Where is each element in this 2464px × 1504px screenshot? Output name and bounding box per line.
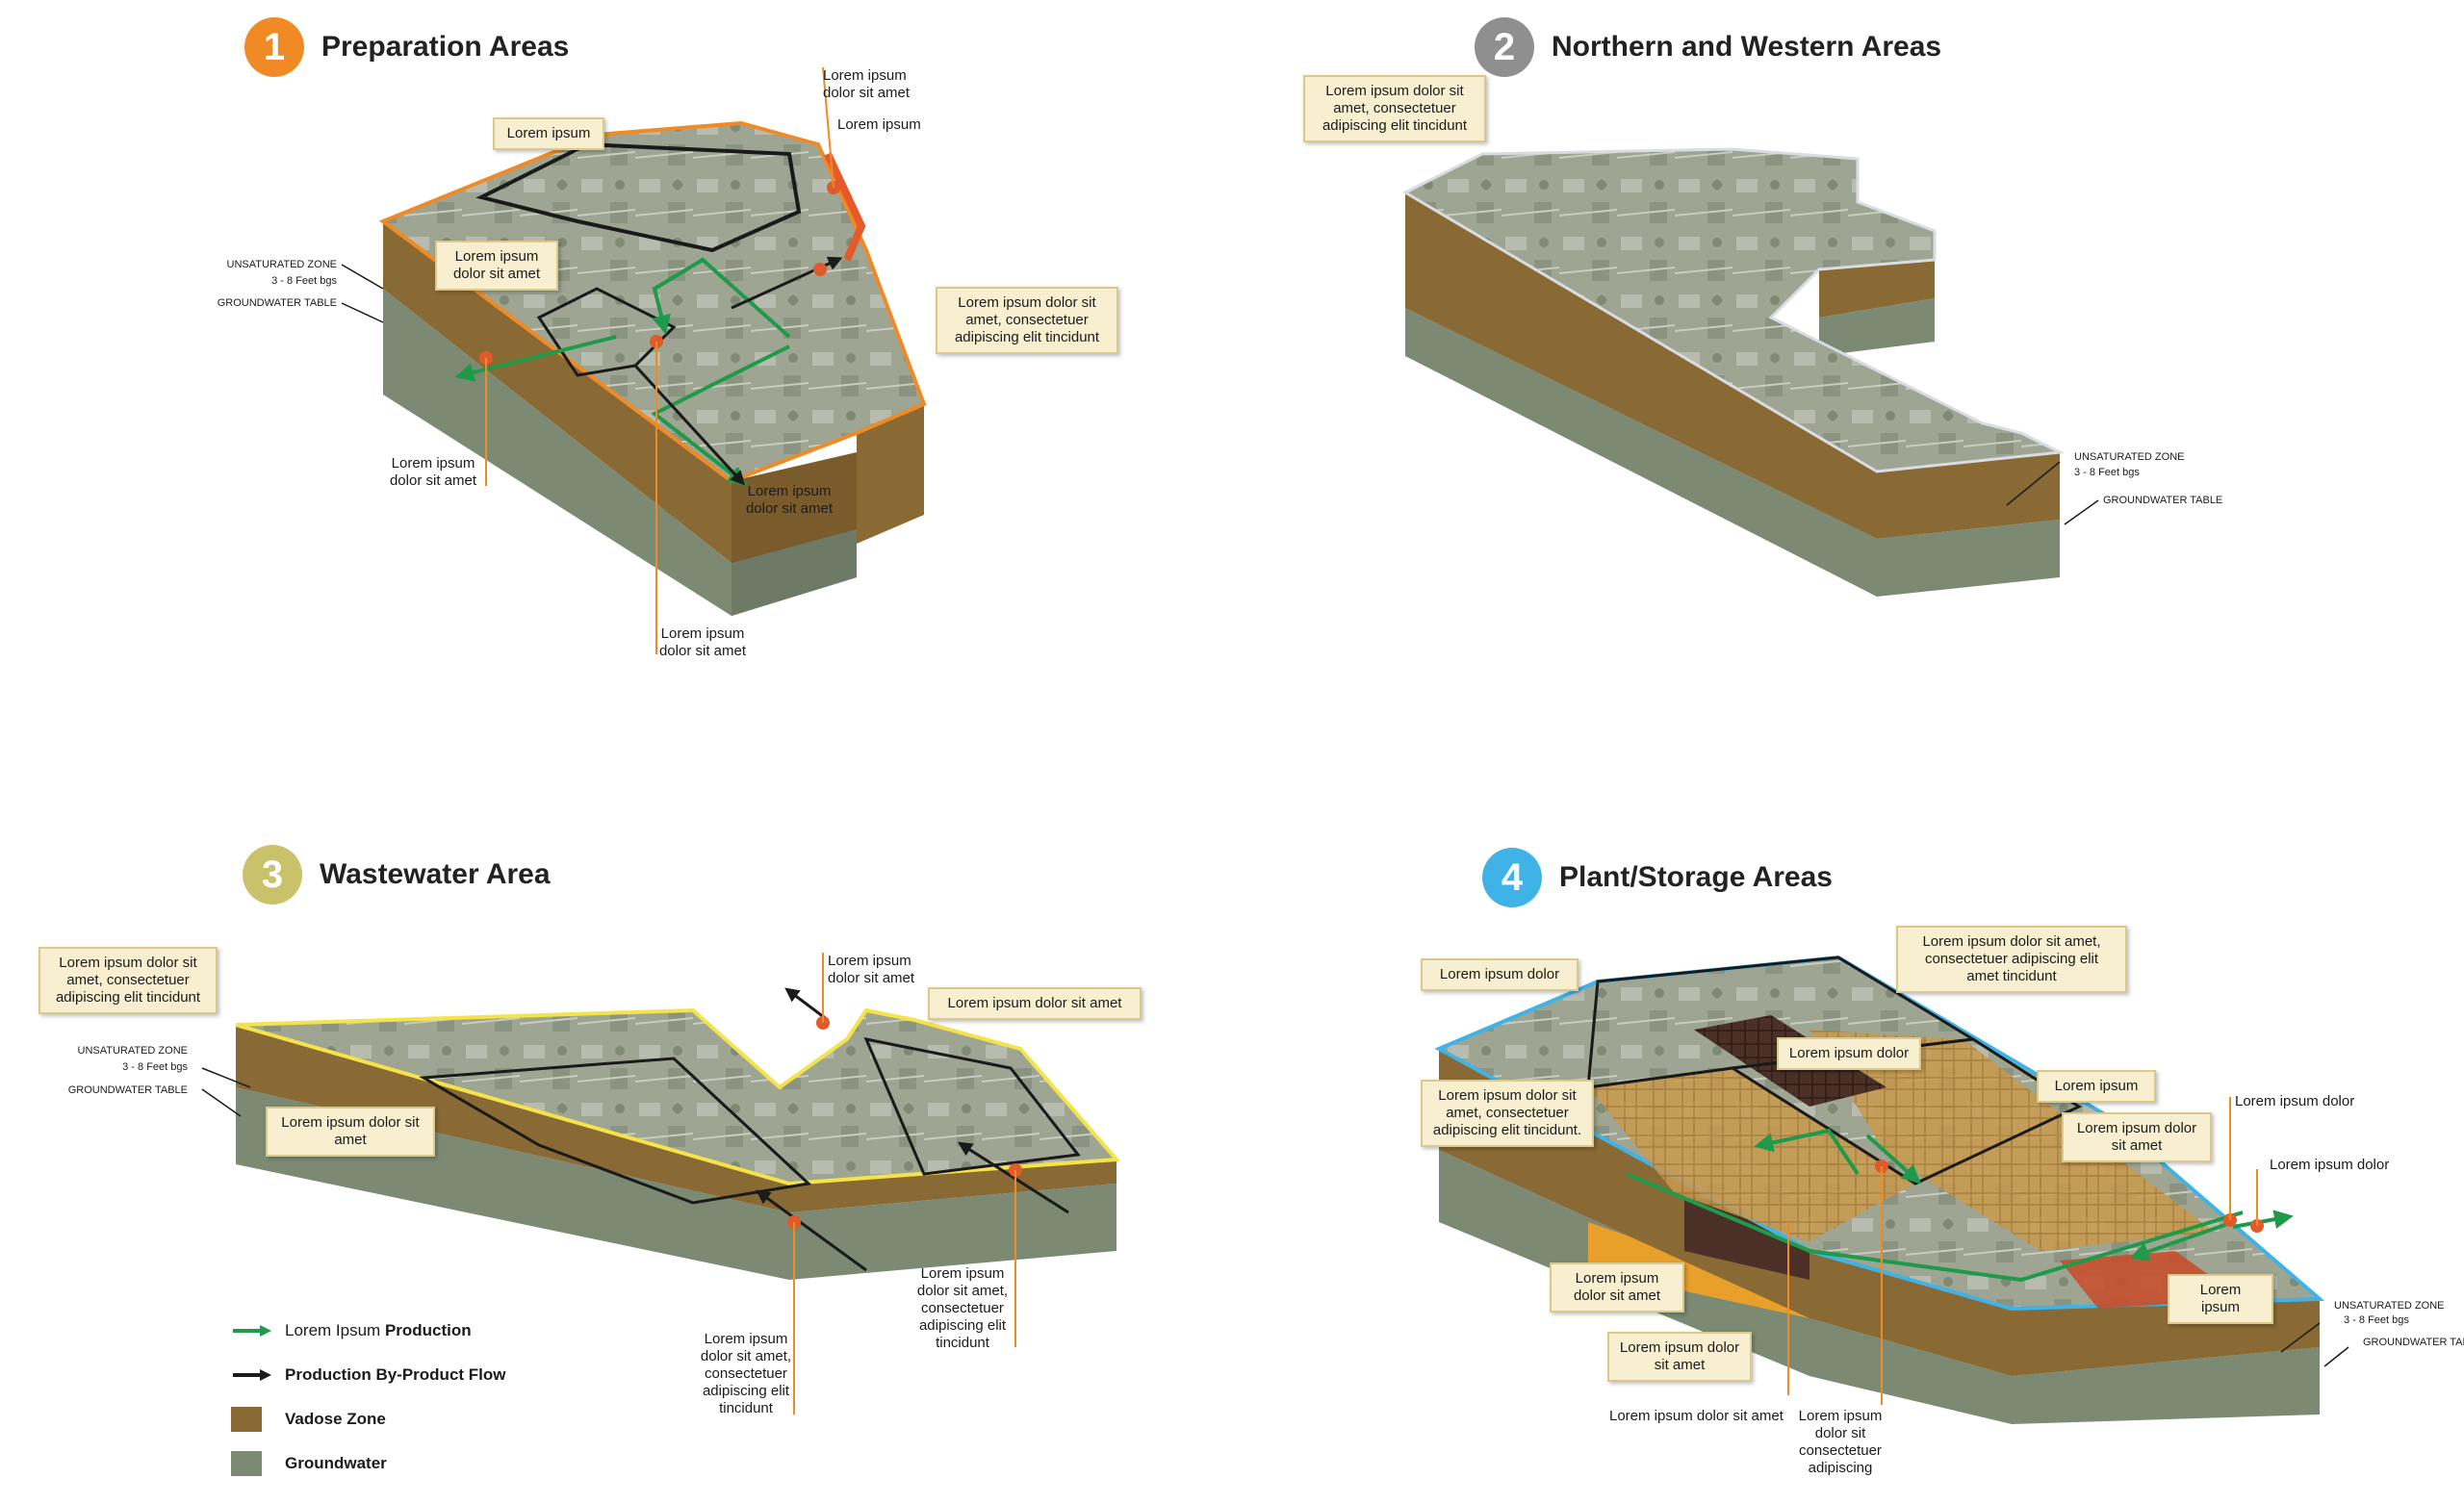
p3-callout-1: Lorem ipsum dolor sit amet, consectetuer… (38, 947, 218, 1014)
legend-vadose-label: Vadose Zone (285, 1410, 386, 1428)
panel-4-number-badge: 4 (1482, 848, 1542, 907)
legend-byproduct: Production By-Product Flow (231, 1353, 506, 1397)
p4-label-3: Lorem ipsum dolor sit amet (1609, 1408, 1802, 1425)
p4-leader-f (2324, 1347, 2348, 1366)
p1-leader-d (342, 265, 383, 289)
panel-3-title: Wastewater Area (320, 858, 551, 891)
p1-callout-2: Lorem ipsum dolor sit amet (435, 241, 558, 291)
p1-label-1: Lorem ipsum dolor sit amet (823, 67, 919, 102)
black-arrow-icon (231, 1367, 273, 1383)
panel-4-title: Plant/Storage Areas (1559, 861, 1833, 894)
p2-zone-label: UNSATURATED ZONE (2074, 450, 2228, 464)
legend-vadose: Vadose Zone (231, 1397, 506, 1441)
p4-depth-label: 3 - 8 Feet bgs (2344, 1313, 2450, 1327)
p1-label-4: Lorem ipsum dolor sit amet (654, 625, 751, 660)
panel-3-number-badge: 3 (243, 845, 302, 905)
panel-1-number-badge: 1 (244, 17, 304, 77)
green-arrow-icon (231, 1323, 273, 1338)
p4-callout-3: Lorem ipsum dolor (1777, 1037, 1921, 1070)
p4-callout-1: Lorem ipsum dolor (1421, 958, 1578, 991)
p1-callout-3: Lorem ipsum dolor sit amet, consectetuer… (936, 287, 1118, 354)
p3-gw-label: GROUNDWATER TABLE (34, 1083, 188, 1097)
p1-zone-label: UNSATURATED ZONE (183, 258, 337, 271)
legend-production: Lorem Ipsum Production (231, 1309, 506, 1353)
p4-label-1: Lorem ipsum dolor (2235, 1093, 2360, 1110)
legend-production-prefix: Lorem Ipsum (285, 1321, 380, 1339)
p4-label-4: Lorem ipsum dolor sit consectetuer adipi… (1792, 1408, 1888, 1477)
p3-depth-label: 3 - 8 Feet bgs (34, 1060, 188, 1074)
p2-depth-label: 3 - 8 Feet bgs (2074, 466, 2228, 479)
panel-1-block (342, 67, 924, 654)
p3-label-2: Lorem ipsum dolor sit amet, consectetuer… (698, 1331, 794, 1417)
panel-4-block (1439, 957, 2348, 1424)
panel-2-header: 2 Northern and Western Areas (1475, 17, 1941, 77)
legend: Lorem Ipsum Production Production By-Pro… (231, 1309, 506, 1486)
p4-label-2: Lorem ipsum dolor (2270, 1157, 2395, 1174)
p1-depth-label: 3 - 8 Feet bgs (183, 274, 337, 288)
p1-label-2: Lorem ipsum (837, 116, 934, 134)
p2-gw-label: GROUNDWATER TABLE (2103, 494, 2257, 507)
p4-callout-2: Lorem ipsum dolor sit amet, consectetuer… (1896, 926, 2127, 993)
p4-callout-5: Lorem ipsum dolor sit amet, consectetuer… (1421, 1080, 1594, 1147)
panel-2-block (1405, 149, 2098, 597)
p4-callout-8: Lorem ipsum dolor sit amet (1607, 1332, 1752, 1382)
legend-byproduct-label: Production By-Product Flow (285, 1365, 506, 1384)
legend-groundwater: Groundwater (231, 1441, 506, 1486)
p3-callout-3: Lorem ipsum dolor sit amet (928, 987, 1142, 1020)
p4-callout-4: Lorem ipsum (2037, 1070, 2156, 1103)
p3-label-3: Lorem ipsum dolor sit amet, consectetuer… (914, 1265, 1011, 1352)
p4-callout-7: Lorem ipsum dolor sit amet (1550, 1262, 1684, 1313)
legend-groundwater-label: Groundwater (285, 1454, 387, 1472)
legend-production-suffix: Production (385, 1321, 472, 1339)
p1-gw-label: GROUNDWATER TABLE (183, 296, 337, 310)
vadose-swatch-icon (231, 1407, 262, 1432)
p4-callout-9: Lorem ipsum (2168, 1274, 2273, 1324)
p4-zone-label: UNSATURATED ZONE (2334, 1299, 2440, 1313)
p3-zone-label: UNSATURATED ZONE (34, 1044, 188, 1058)
p1-leader-e (342, 303, 383, 322)
p3-leader-e (202, 1089, 241, 1116)
groundwater-swatch-icon (231, 1451, 262, 1476)
p3-callout-2: Lorem ipsum dolor sit amet (266, 1107, 435, 1157)
p1-label-5: Lorem ipsum dolor sit amet (385, 455, 481, 490)
panel-1-title: Preparation Areas (321, 31, 569, 64)
p1-label-3: Lorem ipsum dolor sit amet (741, 483, 837, 518)
p2-leader-gw (2065, 500, 2098, 524)
panel-3-header: 3 Wastewater Area (243, 845, 551, 905)
panel-4-header: 4 Plant/Storage Areas (1482, 848, 1833, 907)
p1-marker-2 (813, 263, 827, 276)
p3-label-1: Lorem ipsum dolor sit amet (828, 953, 924, 987)
p1-callout-1: Lorem ipsum (493, 117, 604, 150)
panel-1-header: 1 Preparation Areas (244, 17, 569, 77)
p2-callout-1: Lorem ipsum dolor sit amet, consectetuer… (1303, 75, 1486, 142)
p4-gw-label: GROUNDWATER TABLE (2363, 1336, 2459, 1349)
p4-callout-6: Lorem ipsum dolor sit amet (2062, 1112, 2212, 1162)
panel-2-number-badge: 2 (1475, 17, 1534, 77)
panel-2-title: Northern and Western Areas (1552, 31, 1941, 64)
